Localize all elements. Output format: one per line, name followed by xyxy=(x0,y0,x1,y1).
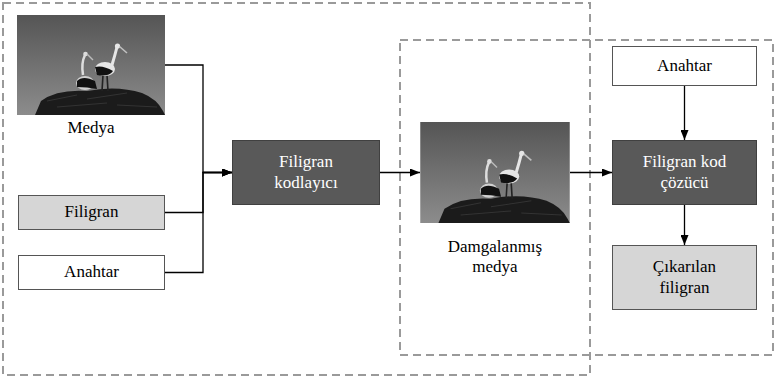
input-box: Anahtar xyxy=(18,255,165,290)
box-label: Filigran kodlayıcı xyxy=(249,152,363,192)
process-box: Filigran kodlayıcı xyxy=(232,140,380,205)
flow-arrow xyxy=(165,173,232,213)
dashed-region xyxy=(400,40,773,355)
box-label: Anahtar xyxy=(657,56,712,76)
flow-arrow xyxy=(684,205,685,245)
input-box: Anahtar xyxy=(612,46,757,86)
image-caption: Medya xyxy=(26,118,156,138)
flow-arrow xyxy=(684,86,685,140)
flow-arrow xyxy=(165,65,232,173)
input-box: Filigran xyxy=(18,195,165,230)
media-image: Medya xyxy=(17,15,165,115)
box-label: Çıkarılan filigran xyxy=(629,257,740,297)
flow-arrow xyxy=(380,172,420,173)
dashed-region xyxy=(3,3,590,375)
image-caption: Damgalanmış medya xyxy=(435,237,555,277)
media-image: Damgalanmış medya xyxy=(420,122,570,223)
box-label: Filigran xyxy=(65,202,119,222)
output-box: Çıkarılan filigran xyxy=(612,245,757,310)
stork-photo xyxy=(17,15,165,115)
box-label: Filigran kod çözücü xyxy=(629,152,740,192)
flow-arrow xyxy=(570,172,612,173)
box-label: Anahtar xyxy=(64,262,119,282)
process-box: Filigran kod çözücü xyxy=(612,140,757,205)
stork-photo xyxy=(420,122,569,223)
flow-arrow xyxy=(165,173,232,273)
